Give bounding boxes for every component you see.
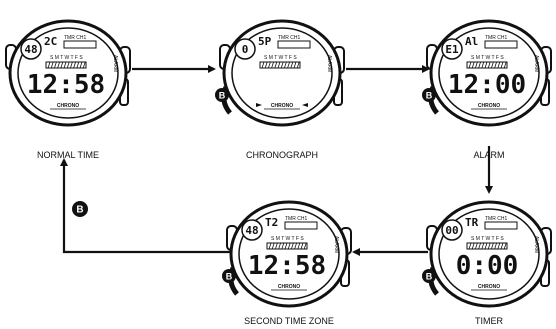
b-button-icon: B <box>422 269 436 283</box>
arrow-second-to-normal <box>60 158 232 254</box>
b-button-label: B <box>426 272 433 282</box>
weekday-labels: S M T W T F S <box>471 55 504 61</box>
hatched-bar <box>45 61 87 69</box>
chrono-label: CHRONO <box>57 103 79 109</box>
b-button-label: B <box>426 91 433 101</box>
sub-dial-value: E1 <box>445 43 459 56</box>
watch-chronograph: B 0 5P TMR CH1 S M T W T F S ALARM CHRONO <box>215 19 345 127</box>
watch-second-time-zone: B 48 T2 TMR CH1 S M T W T F S ALARM 12:58CHRON… <box>222 200 352 308</box>
tmr-ch1-label: TMR CH1 <box>485 216 507 222</box>
tmr-ch1-label: TMR CH1 <box>64 35 86 41</box>
b-button-label: B <box>226 272 233 282</box>
main-time-display: 0:00 <box>456 251 519 281</box>
top-segment-box <box>284 221 318 230</box>
top-mode-indicator: T2 <box>265 216 278 229</box>
chrono-label: CHRONO <box>271 103 293 109</box>
weekday-labels: S M T W T F S <box>50 55 83 61</box>
main-time-display <box>252 71 312 99</box>
alarm-side-label: ALARM <box>533 236 539 253</box>
b-button-icon: B <box>222 269 236 283</box>
sub-dial-value: 48 <box>24 43 37 56</box>
caption-timer: TIMER <box>475 316 503 326</box>
watch-alarm: B E1 Al TMR CH1 S M T W T F S ALARM 12:00CHRON… <box>422 19 552 127</box>
hatched-bar <box>466 61 508 69</box>
top-segment-box <box>484 221 518 230</box>
svg-text:B: B <box>76 205 83 216</box>
main-time-display: 12:00 <box>448 70 526 100</box>
chrono-label: CHRONO <box>478 103 500 109</box>
b-button-icon: B <box>215 88 229 102</box>
tmr-ch1-label: TMR CH1 <box>485 35 507 41</box>
main-time-display: 12:58 <box>248 251 326 281</box>
alarm-side-label: ALARM <box>533 55 539 72</box>
top-mode-indicator: 2C <box>44 35 57 48</box>
tmr-ch1-label: TMR CH1 <box>278 35 300 41</box>
top-segment-box <box>277 40 311 49</box>
caption-chronograph: CHRONOGRAPH <box>245 150 318 160</box>
caption-alarm: ALARM <box>473 150 505 160</box>
sub-dial <box>20 38 42 60</box>
tmr-ch1-label: TMR CH1 <box>285 216 307 222</box>
return-button-b-icon: B <box>72 201 88 217</box>
watch-inner-ring <box>438 208 540 300</box>
watch-inner-ring <box>238 208 340 300</box>
b-button-icon: B <box>422 88 436 102</box>
caption-second-time-zone: SECOND TIME ZONE <box>244 316 334 326</box>
alarm-side-label: ALARM <box>333 236 339 253</box>
hatched-bar <box>466 242 508 250</box>
sub-dial <box>234 38 256 60</box>
main-time-display: 12:58 <box>27 70 105 100</box>
top-mode-indicator: 5P <box>258 35 272 48</box>
top-segment-box <box>484 40 518 49</box>
chrono-arrow-left-icon <box>256 103 262 107</box>
b-button-label: B <box>219 91 226 101</box>
weekday-labels: S M T W T F S <box>264 55 297 61</box>
hatched-bar <box>259 61 301 69</box>
sub-dial-value: 48 <box>245 224 258 237</box>
top-segment-box <box>63 40 97 49</box>
chrono-label: CHRONO <box>478 284 500 290</box>
alarm-side-label: ALARM <box>326 55 332 72</box>
chrono-label: CHRONO <box>278 284 300 290</box>
top-mode-indicator: TR <box>465 216 479 229</box>
weekday-labels: S M T W T F S <box>471 236 504 242</box>
watch-inner-ring <box>438 27 540 119</box>
alarm-side-label: ALARM <box>112 55 118 72</box>
sub-dial <box>441 219 463 241</box>
sub-dial <box>441 38 463 60</box>
top-mode-indicator: Al <box>465 35 478 48</box>
watch-inner-ring <box>17 27 119 119</box>
chrono-arrow-right-icon <box>302 103 308 107</box>
weekday-labels: S M T W T F S <box>271 236 304 242</box>
hatched-bar <box>266 242 308 250</box>
sub-dial-value: 0 <box>242 43 249 56</box>
caption-normal-time: NORMAL TIME <box>36 150 99 160</box>
sub-dial <box>241 219 263 241</box>
sub-dial-value: 00 <box>445 224 458 237</box>
